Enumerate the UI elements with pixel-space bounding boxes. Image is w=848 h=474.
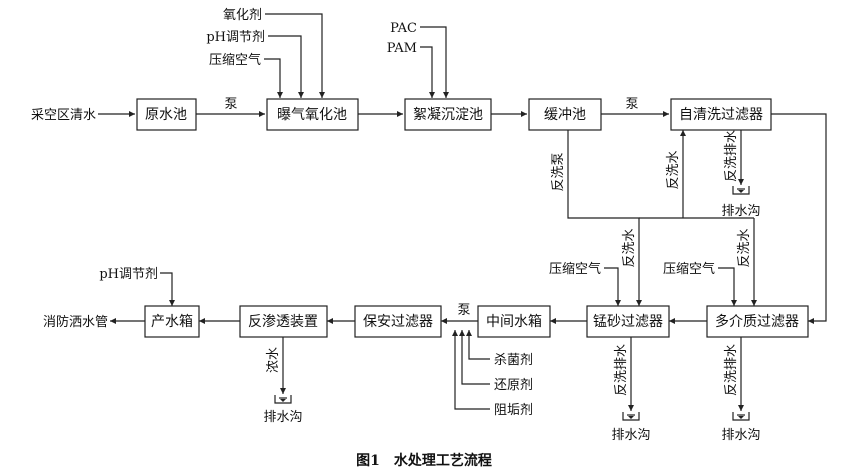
feed-bactericide <box>466 330 490 360</box>
label-backwash-drain: 反洗排水 <box>614 344 629 396</box>
box-selfclean-filter: 自清洗过滤器 <box>670 98 772 131</box>
label-compressed-air: 压缩空气 <box>549 261 601 277</box>
box-mn-filter: 锰砂过滤器 <box>586 305 670 338</box>
box-mid-tank-label: 中间水箱 <box>486 314 542 330</box>
label-compressed-air: 压缩空气 <box>663 261 715 277</box>
label-pac: PAC <box>390 21 417 36</box>
label-bactericide: 杀菌剂 <box>494 353 533 368</box>
feed-oxidant <box>265 13 325 98</box>
box-aeration: 曝气氧化池 <box>266 98 359 131</box>
label-output-pipe: 消防洒水管 <box>43 314 108 330</box>
box-selfclean-filter-label: 自清洗过滤器 <box>679 107 763 123</box>
figure-caption: 图1 水处理工艺流程 <box>356 452 492 469</box>
flow-lines <box>98 13 827 411</box>
label-drain-ditch: 排水沟 <box>611 428 650 443</box>
label-pump: 泵 <box>457 303 470 318</box>
flow-selfclean-to-multi <box>771 113 827 324</box>
label-compressed-air: 压缩空气 <box>209 52 261 68</box>
box-multimedia-filter: 多介质过滤器 <box>706 305 809 338</box>
label-drain-ditch: 排水沟 <box>263 410 302 425</box>
box-mn-filter-label: 锰砂过滤器 <box>593 314 663 330</box>
label-concentrate: 浓水 <box>266 347 281 373</box>
label-reductant: 还原剂 <box>494 378 533 393</box>
label-antiscalant: 阻垢剂 <box>494 403 533 418</box>
box-coagulation: 絮凝沉淀池 <box>404 98 492 131</box>
label-drain-ditch: 排水沟 <box>721 204 760 219</box>
box-mid-tank: 中间水箱 <box>477 305 551 338</box>
box-multimedia-filter-label: 多介质过滤器 <box>715 313 799 330</box>
label-oxidant: 氧化剂 <box>223 8 262 23</box>
box-security-filter: 保安过滤器 <box>354 305 442 338</box>
label-pump: 泵 <box>224 97 237 112</box>
box-product-tank-label: 产水箱 <box>151 314 193 330</box>
box-buffer-label: 缓冲池 <box>544 107 586 123</box>
label-pam: PAM <box>387 41 417 56</box>
box-ro-label: 反渗透装置 <box>248 314 318 330</box>
feed-ph1 <box>268 35 304 98</box>
feed-air1 <box>264 58 283 98</box>
drain-trench-icon <box>732 412 750 421</box>
feed-pam <box>420 46 435 98</box>
box-coagulation-label: 絮凝沉淀池 <box>413 106 483 123</box>
box-raw-pool: 原水池 <box>136 98 197 131</box>
label-ph-adjuster: pH调节剂 <box>99 267 158 282</box>
drain-symbols <box>274 186 750 421</box>
label-ph-adjuster: pH调节剂 <box>206 30 265 45</box>
box-security-filter-label: 保安过滤器 <box>363 314 433 330</box>
drain-trench-icon <box>622 412 640 421</box>
feed-reductant <box>459 330 490 385</box>
label-backwash-drain: 反洗排水 <box>724 130 739 182</box>
label-backwash-water: 反洗水 <box>666 150 681 189</box>
box-aeration-label: 曝气氧化池 <box>277 107 347 123</box>
drain-trench-icon <box>732 186 750 195</box>
feed-pac <box>420 26 449 98</box>
box-raw-pool-label: 原水池 <box>145 107 187 123</box>
label-drain-ditch: 排水沟 <box>721 428 760 443</box>
box-ro: 反渗透装置 <box>239 305 328 338</box>
feed-antiscalant <box>452 330 490 410</box>
drain-trench-icon <box>274 395 292 404</box>
label-backwash-drain: 反洗排水 <box>724 344 739 396</box>
box-buffer: 缓冲池 <box>528 98 602 131</box>
feed-ph2 <box>160 272 175 306</box>
annotations: 采空区清水 泵 氧化剂 pH调节剂 压缩空气 PAC PAM 泵 反洗泵 反洗水… <box>31 8 761 443</box>
label-pump: 泵 <box>625 97 638 112</box>
feed-air3 <box>718 267 737 306</box>
label-backwash-water: 反洗水 <box>622 228 637 267</box>
box-product-tank: 产水箱 <box>144 305 200 338</box>
backwash-pump-line <box>567 130 642 306</box>
label-source: 采空区清水 <box>31 108 96 123</box>
label-backwash-water: 反洗水 <box>737 228 752 267</box>
label-backwash-pump: 反洗泵 <box>551 152 566 191</box>
feed-air2 <box>604 267 621 306</box>
